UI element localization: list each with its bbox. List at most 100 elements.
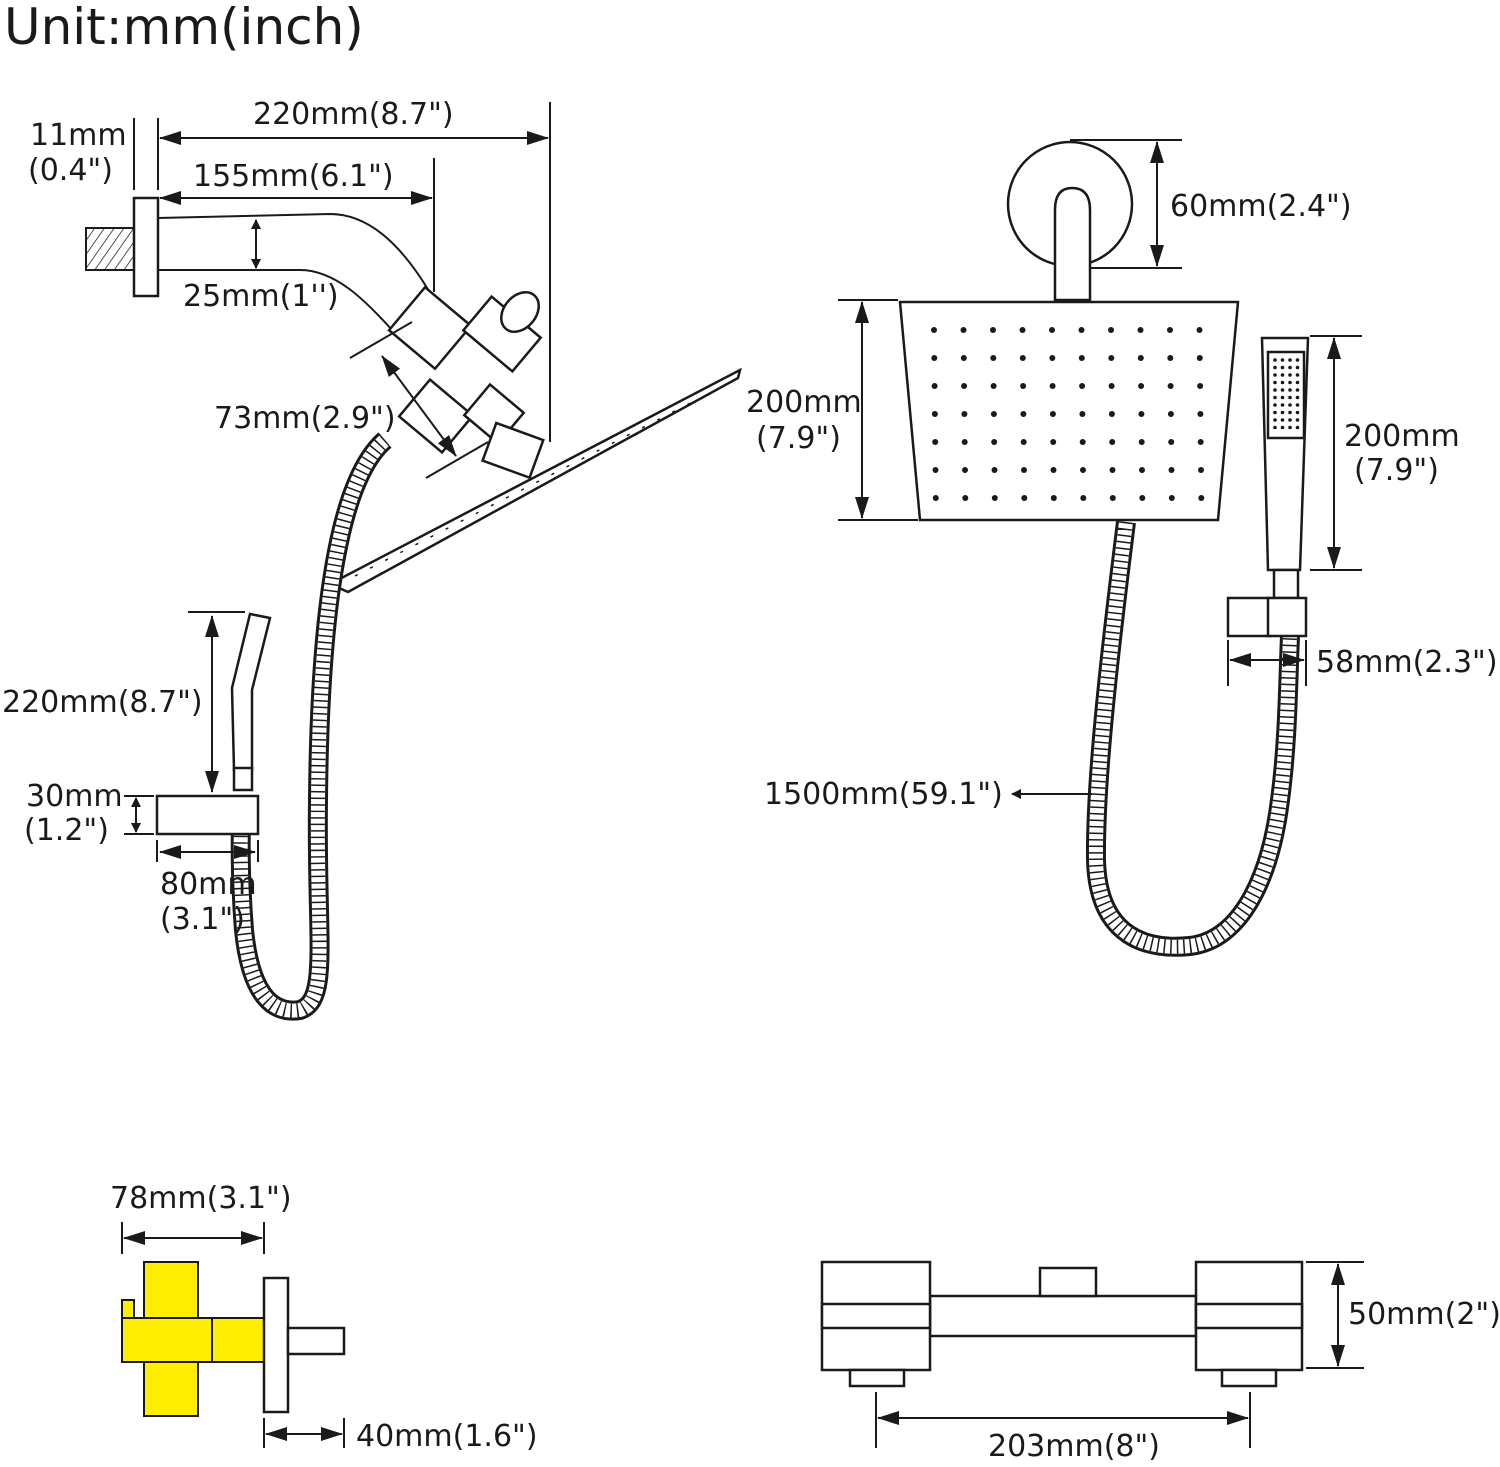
nozzle-dot: [1108, 355, 1115, 361]
handshower-connector: [232, 766, 254, 792]
handshower-nozzle-dot: [1295, 418, 1300, 422]
label-handshower-length: 220mm(8.7"): [2, 685, 203, 720]
handshower-nozzle-dot: [1273, 388, 1277, 392]
nozzle-dot: [1020, 383, 1027, 389]
mixer-right-knob-band: [1194, 1302, 1304, 1330]
valve-body-horizontal: [121, 1317, 265, 1363]
label-holder-width-mm: 80mm: [160, 867, 257, 902]
handshower-nozzle-dot: [1280, 380, 1285, 385]
nozzle-dot: [1139, 467, 1145, 473]
handshower-nozzle-dot: [1280, 395, 1285, 400]
nozzle-dot: [1079, 411, 1086, 417]
nozzle-dot: [960, 355, 967, 361]
nozzle-dot: [1079, 383, 1086, 389]
mixer-top-outlet: [1038, 1266, 1098, 1298]
rain-head-front: [898, 300, 1240, 522]
wall-flange-side: [132, 196, 160, 298]
label-valve-width: 78mm(3.1"): [110, 1181, 292, 1216]
label-head-size-mm: 200mm: [746, 385, 862, 420]
side-view-dimensions: [124, 102, 551, 862]
label-flange-thickness-mm: 11mm: [30, 118, 127, 153]
nozzle-dot: [1021, 467, 1027, 473]
handshower-nozzle-dot: [1273, 425, 1277, 430]
rain-head-nozzles: [354, 397, 701, 577]
nozzle-dot: [931, 411, 938, 417]
handshower-nozzle-dot: [1273, 373, 1277, 377]
mixer-left-knob-band: [820, 1302, 932, 1330]
handshower-nozzle-dot: [1288, 365, 1292, 370]
handshower-nozzle-dot: [1288, 403, 1292, 407]
front-view-shower-system: [898, 140, 1310, 957]
shower-arm-top-edge: [157, 212, 433, 297]
nozzle-dot: [1079, 439, 1086, 445]
nozzle-dot: [1109, 495, 1116, 501]
nozzle-dot: [932, 439, 939, 445]
label-arm-diameter: 25mm(1''): [183, 279, 339, 314]
nozzle-dot: [1168, 439, 1175, 445]
label-mixer-centers: 203mm(8"): [988, 1429, 1160, 1464]
mixer-right-inlet: [1220, 1368, 1278, 1388]
handshower-nozzle-dot: [1280, 365, 1285, 370]
handshower-nozzle-dot: [1280, 410, 1285, 415]
nozzle-dot: [1019, 327, 1026, 333]
handshower-nozzle-dot: [1273, 365, 1277, 370]
nozzle-dot: [1109, 439, 1116, 445]
nozzle-dot: [1168, 495, 1175, 501]
nozzle-dot: [1198, 495, 1205, 501]
nozzle-dot: [1197, 383, 1204, 389]
handshower-nozzle-dot: [1295, 395, 1300, 400]
nozzle-dot: [931, 383, 938, 389]
handshower-nozzle-dot: [1288, 358, 1292, 362]
handshower-nozzle-dot: [1295, 425, 1300, 430]
nozzle-dot: [932, 495, 939, 501]
front-view-dimensions: [838, 139, 1362, 799]
nozzle-dot: [1050, 467, 1057, 473]
label-holder-height-mm: 30mm: [26, 779, 123, 814]
label-holder-height-in: (1.2"): [24, 813, 109, 848]
nozzle-dot: [1167, 411, 1174, 417]
nozzle-dot: [991, 495, 998, 501]
nozzle-dot: [1168, 467, 1175, 473]
nozzle-dot: [1197, 439, 1204, 445]
nozzle-dot: [1020, 439, 1027, 445]
handshower-nozzle-dot: [1288, 418, 1292, 422]
label-flange-thickness-in: (0.4"): [28, 153, 113, 188]
nozzle-dot: [1020, 411, 1027, 417]
nozzle-dot: [1137, 327, 1144, 333]
nozzle-dot: [1138, 383, 1145, 389]
nozzle-dot: [1080, 495, 1087, 501]
handshower-holder-side: [155, 794, 260, 836]
mixer-dimensions: [875, 1261, 1364, 1448]
nozzle-dot: [1138, 439, 1145, 445]
mixer-left-inlet: [848, 1368, 906, 1388]
nozzle-dot: [960, 327, 967, 333]
handshower-side: [230, 612, 272, 772]
nozzle-dot: [961, 411, 968, 417]
nozzle-dot: [1196, 327, 1203, 333]
nozzle-dot: [1167, 383, 1174, 389]
holder-bracket-right: [1266, 596, 1308, 638]
nozzle-dot: [1167, 327, 1173, 333]
nozzle-dot: [1108, 411, 1115, 417]
handshower-nozzle-dot: [1273, 403, 1277, 407]
label-arm-length: 220mm(8.7"): [253, 97, 454, 132]
nozzle-dot: [991, 439, 998, 445]
shower-arm-bottom-edge: [158, 269, 393, 331]
nozzle-dot: [931, 327, 937, 333]
handshower-nozzle-dot: [1273, 380, 1277, 385]
nozzle-dot: [1049, 383, 1056, 389]
nozzle-dot: [1050, 439, 1057, 445]
nozzle-dot: [931, 355, 938, 361]
handshower-nozzle-grid: [1273, 358, 1300, 430]
nozzle-dot: [1108, 383, 1115, 389]
handshower-nozzle-dot: [1288, 380, 1292, 385]
handshower-nozzle-dot: [1280, 425, 1285, 430]
handshower-nozzle-dot: [1295, 403, 1300, 407]
handshower-nozzle-dot: [1280, 388, 1285, 392]
label-holder-depth: 58mm(2.3"): [1316, 645, 1498, 680]
nozzle-dot: [1078, 355, 1085, 361]
handshower-nozzle-dot: [1295, 380, 1300, 385]
thread-connector: [85, 227, 135, 271]
diverter-block: [387, 285, 545, 480]
nozzle-dot: [1139, 495, 1146, 501]
